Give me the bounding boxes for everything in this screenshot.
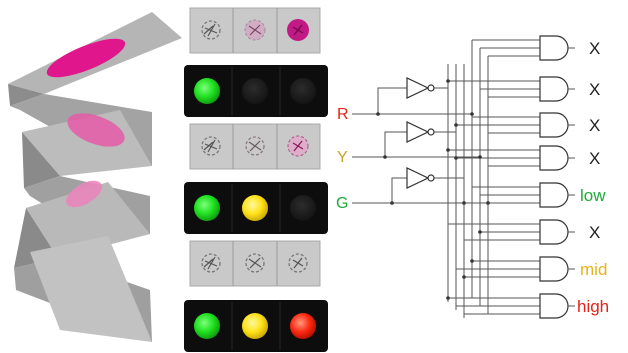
logic-circuit	[352, 39, 540, 318]
sample-strip-1	[189, 7, 321, 54]
lamp-2-1	[194, 195, 220, 221]
sample-1c-icon	[287, 19, 309, 41]
output-label-3: X	[589, 116, 600, 135]
lamp-3-1	[194, 313, 220, 339]
sample-2a-icon	[201, 136, 221, 156]
traffic-light-panel-1	[184, 65, 328, 117]
output-label-7: mid	[580, 260, 607, 279]
magenta-print-blob-small	[65, 180, 103, 208]
gate-input-wires	[448, 80, 540, 315]
sample-2c-icon	[287, 135, 309, 157]
output-label-4: X	[589, 149, 600, 168]
output-label-5: low	[580, 186, 606, 205]
output-label-2: X	[589, 80, 600, 99]
and-gate-8	[539, 293, 569, 319]
lamp-3-3	[290, 313, 316, 339]
output-label-6: X	[589, 223, 600, 242]
and-gate-2	[539, 76, 569, 102]
paper-fold-1	[8, 84, 44, 106]
lamp-2-3	[290, 195, 316, 221]
sample-2b-icon	[245, 136, 265, 156]
traffic-light-panel-3	[184, 300, 328, 352]
magenta-print-blob-medium	[67, 113, 125, 147]
not-gate-g	[406, 167, 435, 189]
sample-1a-icon	[201, 20, 221, 40]
sample-1b-icon	[244, 19, 266, 41]
input-label-y: Y	[337, 149, 348, 166]
sample-strip-3	[189, 240, 321, 287]
lamp-1-3	[290, 78, 316, 104]
not-gate-r	[406, 77, 435, 99]
not-gate-y	[406, 121, 435, 143]
and-gate-5	[539, 182, 569, 208]
output-label-8: high	[577, 297, 609, 316]
lamp-1-1	[194, 78, 220, 104]
paper-panel-2-top	[22, 110, 152, 176]
input-label-r: R	[337, 106, 349, 123]
and-gate-6	[539, 219, 569, 245]
folded-paper-strip	[8, 12, 182, 342]
traffic-light-panel-2	[184, 182, 328, 234]
input-label-g: G	[336, 195, 348, 212]
output-label-1: X	[589, 39, 600, 58]
paper-panel-4-bottom	[30, 236, 152, 342]
paper-fold-2	[22, 132, 60, 188]
sample-3b-icon	[245, 253, 265, 273]
and-gate-4	[539, 145, 569, 171]
sample-strip-2	[189, 123, 321, 170]
sample-3a-icon	[201, 253, 221, 273]
lamp-2-2	[242, 195, 268, 221]
lamp-3-2	[242, 313, 268, 339]
and-gate-1	[539, 35, 569, 61]
and-gate-3	[539, 112, 569, 138]
paper-panel-3-top	[26, 182, 150, 258]
lamp-1-2	[242, 78, 268, 104]
sample-3c-icon	[288, 253, 308, 273]
and-gate-7	[539, 256, 569, 282]
junction-dots	[376, 79, 490, 300]
magenta-print-blob-large	[46, 38, 126, 78]
